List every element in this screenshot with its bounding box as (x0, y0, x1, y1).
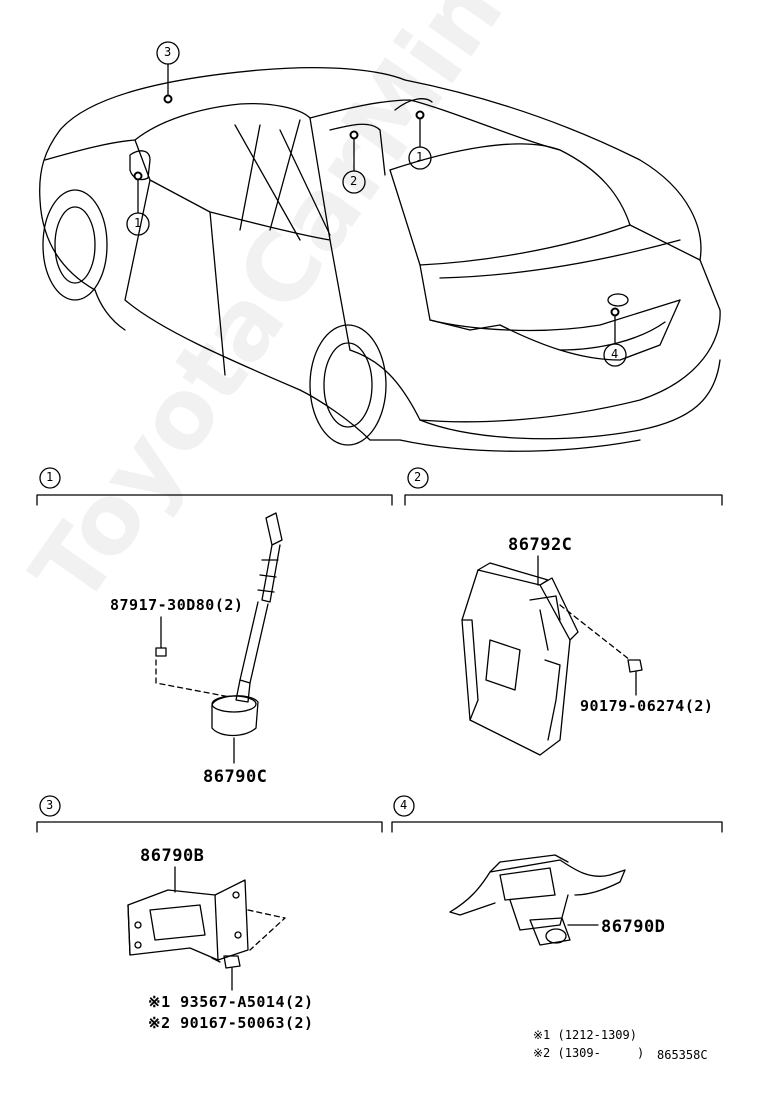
part-label-90179-06274[interactable]: 90179-06274(2) (580, 697, 714, 715)
part-label-87917-30D80[interactable]: 87917-30D80(2) (110, 596, 244, 614)
part-label-86790D[interactable]: 86790D (601, 917, 666, 937)
callout-3[interactable]: 3 (164, 45, 172, 59)
part-86790D-drawing (449, 854, 626, 946)
callout-4[interactable]: 4 (611, 347, 619, 361)
section-2-number: 2 (414, 470, 422, 484)
part-86790C-drawing (155, 512, 283, 764)
callout-1-right[interactable]: 1 (416, 150, 424, 164)
section-brackets (36, 467, 723, 833)
callout-1-left[interactable]: 1 (134, 216, 142, 230)
part-label-90167-50063[interactable]: ※2 90167-50063(2) (148, 1014, 314, 1032)
part-86792C-drawing (461, 555, 643, 756)
callout-2[interactable]: 2 (350, 174, 358, 188)
part-label-93567-A5014[interactable]: ※1 93567-A5014(2) (148, 993, 314, 1011)
part-86790B-drawing (127, 866, 286, 991)
note-1: ※1 (1212-1309) (533, 1028, 637, 1042)
section-4-number: 4 (400, 798, 408, 812)
note-2: ※2 (1309- ) (533, 1046, 645, 1060)
part-label-86790C[interactable]: 86790C (203, 767, 268, 787)
section-3-number: 3 (46, 798, 54, 812)
section-1-number: 1 (46, 470, 54, 484)
part-label-86790B[interactable]: 86790B (140, 846, 205, 866)
callout-leaders (126, 41, 627, 367)
diagram-code: 865358C (657, 1048, 708, 1062)
car-illustration (39, 66, 721, 452)
part-label-86792C[interactable]: 86792C (508, 535, 573, 555)
